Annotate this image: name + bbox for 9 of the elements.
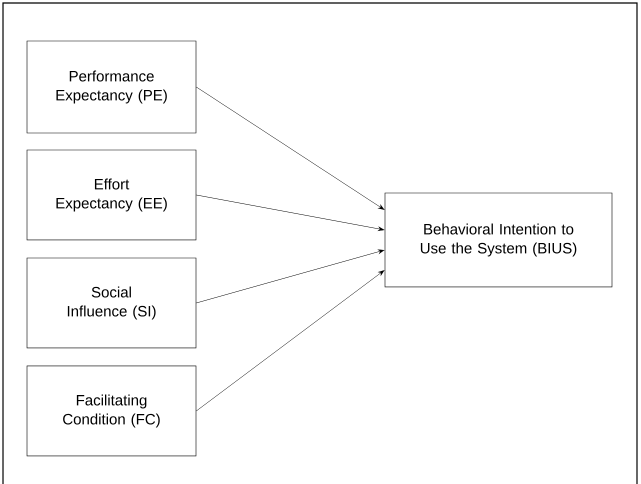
arrow xyxy=(196,86,384,210)
concept-box: Effort Expectancy (EE) xyxy=(26,150,196,240)
concept-box: Social Influence (SI) xyxy=(26,258,196,348)
arrow xyxy=(196,270,384,412)
concept-box: Facilitating Condition (FC) xyxy=(26,366,196,456)
concept-box: Behavioral Intention to Use the System (BIUS) xyxy=(384,192,612,288)
concept-box: Performance Expectancy (PE) xyxy=(26,40,196,134)
arrow xyxy=(196,194,384,232)
arrow xyxy=(196,250,384,304)
